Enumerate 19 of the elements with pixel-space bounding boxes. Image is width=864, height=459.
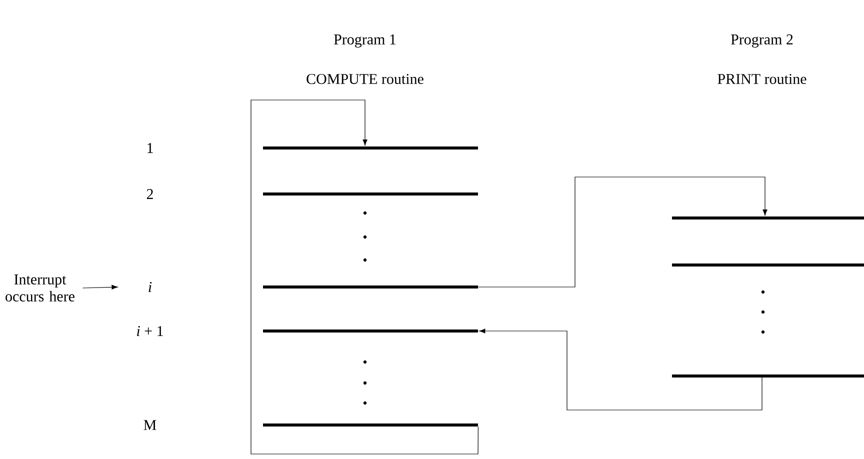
row-number: 1 <box>148 143 153 153</box>
arrow <box>82 284 118 290</box>
instruction-bar <box>263 286 478 288</box>
row-number: i + 1 <box>137 326 163 336</box>
column-heading: PRINT routine <box>718 74 806 84</box>
column-heading: COMPUTE routine <box>306 74 424 84</box>
instruction-bar <box>263 192 478 196</box>
note-text: Interrupt occurs here <box>6 274 74 302</box>
row-number: M <box>144 420 156 430</box>
instruction-bar <box>672 264 864 266</box>
arrow <box>478 176 768 288</box>
column-heading: Program 1 <box>334 34 396 48</box>
instruction-bar <box>263 424 478 426</box>
row-number: i <box>148 282 152 292</box>
arrow <box>250 100 478 454</box>
row-number: 2 <box>146 189 153 199</box>
column-heading: Program 2 <box>731 34 793 48</box>
arrow <box>479 328 762 410</box>
instruction-bar <box>672 374 864 378</box>
